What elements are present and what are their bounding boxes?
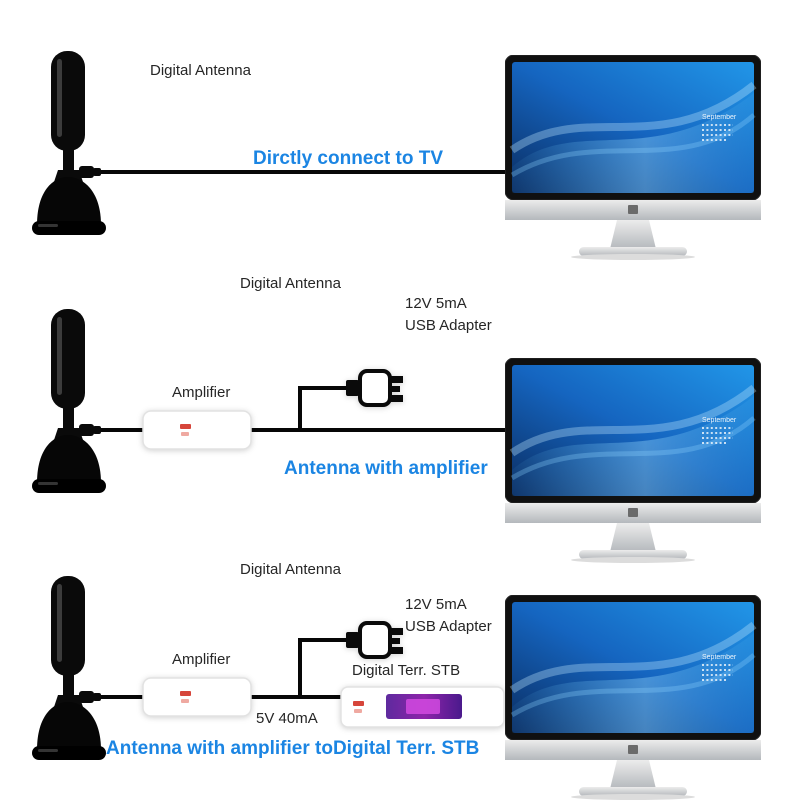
amplifier-label-2: Amplifier	[172, 384, 231, 401]
section3-heading: Antenna with amplifier toDigital Terr. S…	[106, 738, 480, 759]
cable-usb-adapter-branch-horizontal	[298, 386, 348, 390]
usb-adapter-label-line2: USB Adapter	[405, 618, 492, 635]
cable-antenna-to-tv	[95, 170, 515, 174]
usb-adapter-label-line2: USB Adapter	[405, 317, 492, 334]
tv-monitor-icon	[505, 595, 761, 800]
section2-heading: Antenna with amplifier	[284, 458, 488, 479]
tv-monitor-icon	[505, 55, 761, 260]
stb-label: Digital Terr. STB	[352, 662, 461, 679]
antenna-icon	[25, 49, 125, 249]
antenna-label-2: Digital Antenna	[240, 275, 341, 292]
usb-adapter-icon	[346, 615, 406, 665]
amplifier-icon	[142, 677, 252, 717]
section1-heading: Dirctly connect to TV	[253, 148, 444, 169]
usb-adapter-icon	[346, 363, 406, 413]
amplifier-label-3: Amplifier	[172, 651, 231, 668]
usb-adapter-label-3: 12V 5mA USB Adapter	[405, 594, 492, 638]
antenna-icon	[25, 307, 125, 507]
antenna-label-1: Digital Antenna	[150, 62, 251, 79]
stb-wire-voltage-label: 5V 40mA	[256, 710, 318, 727]
stb-icon	[340, 686, 505, 728]
cable-antenna-amplifier-to-tv	[95, 428, 515, 432]
usb-adapter-label-line1: 12V 5mA	[405, 596, 467, 613]
cable-usb-adapter-branch-vertical	[298, 638, 302, 699]
antenna-label-3: Digital Antenna	[240, 561, 341, 578]
tv-monitor-icon	[505, 358, 761, 563]
amplifier-icon	[142, 410, 252, 450]
cable-usb-adapter-branch-horizontal	[298, 638, 348, 642]
usb-adapter-label-line1: 12V 5mA	[405, 295, 467, 312]
usb-adapter-label-2: 12V 5mA USB Adapter	[405, 293, 492, 337]
cable-usb-adapter-branch-vertical	[298, 386, 302, 432]
